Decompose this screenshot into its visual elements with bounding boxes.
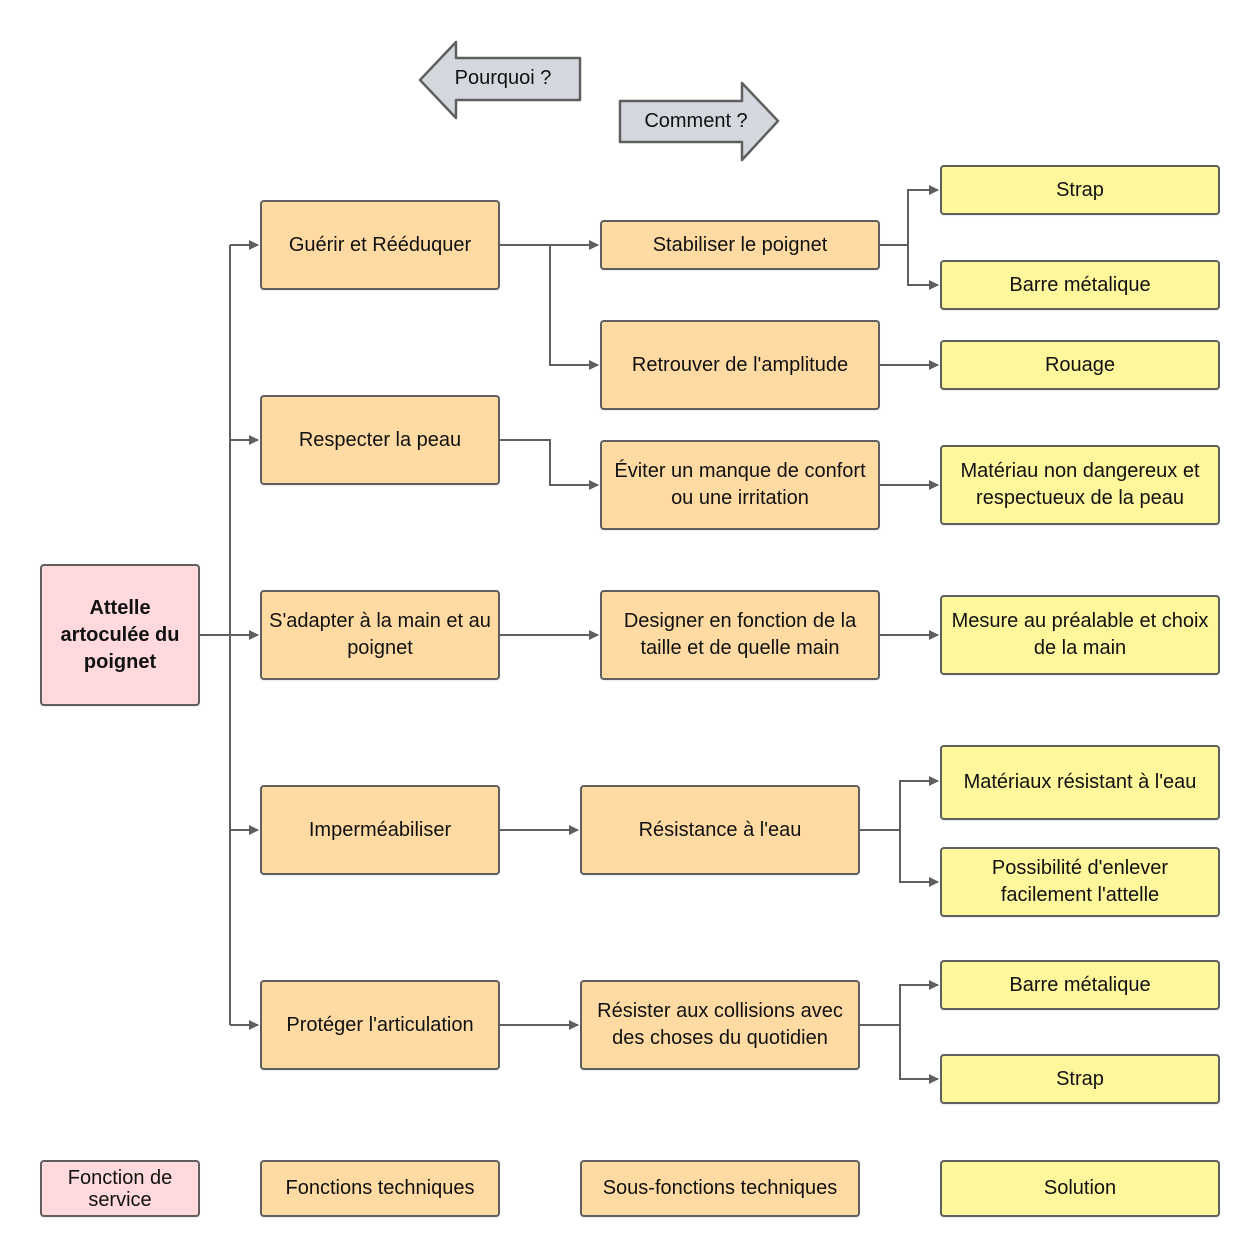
legend-technical-label: Fonctions techniques (285, 1177, 475, 1199)
subfunction-label: Éviter un manque de confort ou une irrit… (614, 460, 866, 509)
solution-box-materiaux-eau: Matériaux résistant à l'eau (940, 745, 1220, 820)
solution-box-barre-2: Barre métalique (940, 960, 1220, 1010)
solution-label: Barre métalique (1009, 973, 1151, 996)
subfunction-box-stabiliser: Stabiliser le poignet (600, 220, 880, 270)
subfunction-label: Résister aux collisions avec des choses … (597, 1000, 843, 1049)
solution-label: Rouage (1044, 353, 1116, 376)
subfunction-label: Retrouver de l'amplitude (631, 353, 849, 376)
connector-s1-barre (880, 244, 939, 290)
subfunction-box-resistance-eau: Résistance à l'eau (580, 785, 860, 875)
subfunction-box-designer: Designer en fonction de la taille et de … (600, 590, 880, 680)
connector-s5-eau (860, 776, 939, 831)
solution-label: Barre métalique (1009, 273, 1151, 296)
function-label: Respecter la peau (298, 428, 462, 451)
legend-subfunction-label: Sous-fonctions techniques (602, 1177, 838, 1199)
connector-s5-enlever (860, 829, 939, 887)
legend-service: Fonction de service (40, 1160, 200, 1217)
solution-label: Matériau non dangereux et respectueux de… (960, 460, 1200, 509)
connector-s1-strap (880, 185, 939, 246)
function-box-proteger: Protéger l'articulation (260, 980, 500, 1070)
solution-label: Mesure au préalable et choix de la main (951, 610, 1209, 659)
connector-f1-s2 (500, 244, 599, 370)
solution-box-strap-2: Strap (940, 1054, 1220, 1104)
solution-box-mesure: Mesure au préalable et choix de la main (940, 595, 1220, 675)
function-label: Guérir et Rééduquer (288, 233, 472, 256)
legend-solution-label: Solution (1043, 1177, 1117, 1199)
connector-s6-barre (860, 980, 939, 1026)
solution-box-enlever: Possibilité d'enlever facilement l'attel… (940, 847, 1220, 917)
solution-box-rouage: Rouage (940, 340, 1220, 390)
subfunction-box-collisions: Résister aux collisions avec des choses … (580, 980, 860, 1070)
solution-label: Possibilité d'enlever facilement l'attel… (991, 857, 1169, 906)
legend-subfunction: Sous-fonctions techniques (580, 1160, 860, 1217)
solution-box-strap-1: Strap (940, 165, 1220, 215)
solution-label: Strap (1056, 178, 1104, 201)
function-box-adapter: S'adapter à la main et au poignet (260, 590, 500, 680)
comment-label: Comment ? (644, 110, 747, 132)
function-box-peau: Respecter la peau (260, 395, 500, 485)
subfunction-label: Stabiliser le poignet (652, 233, 828, 256)
service-function-box: Attelle artoculée du poignet (40, 564, 200, 706)
function-box-impermeabiliser: Imperméabiliser (260, 785, 500, 875)
function-label: Imperméabiliser (308, 818, 452, 841)
subfunction-box-confort: Éviter un manque de confort ou une irrit… (600, 440, 880, 530)
function-label: S'adapter à la main et au poignet (269, 610, 491, 659)
legend-service-label: Fonction de service (67, 1166, 173, 1211)
connector-f2-s3 (500, 439, 599, 490)
function-box-guerir: Guérir et Rééduquer (260, 200, 500, 290)
function-label: Protéger l'articulation (286, 1013, 474, 1036)
service-function-label: Attelle artoculée du poignet (60, 596, 180, 673)
pourquoi-arrow: Pourquoi ? (418, 40, 582, 120)
connector-s6-strap (860, 1024, 939, 1084)
solution-box-barre-1: Barre métalique (940, 260, 1220, 310)
solution-label: Matériaux résistant à l'eau (963, 771, 1197, 793)
legend-solution: Solution (940, 1160, 1220, 1217)
subfunction-box-amplitude: Retrouver de l'amplitude (600, 320, 880, 410)
legend-technical: Fonctions techniques (260, 1160, 500, 1217)
subfunction-label: Résistance à l'eau (638, 818, 802, 841)
pourquoi-label: Pourquoi ? (455, 67, 552, 89)
subfunction-label: Designer en fonction de la taille et de … (623, 610, 857, 659)
solution-box-materiau-peau: Matériau non dangereux et respectueux de… (940, 445, 1220, 525)
comment-arrow: Comment ? (618, 81, 780, 162)
solution-label: Strap (1056, 1067, 1104, 1090)
